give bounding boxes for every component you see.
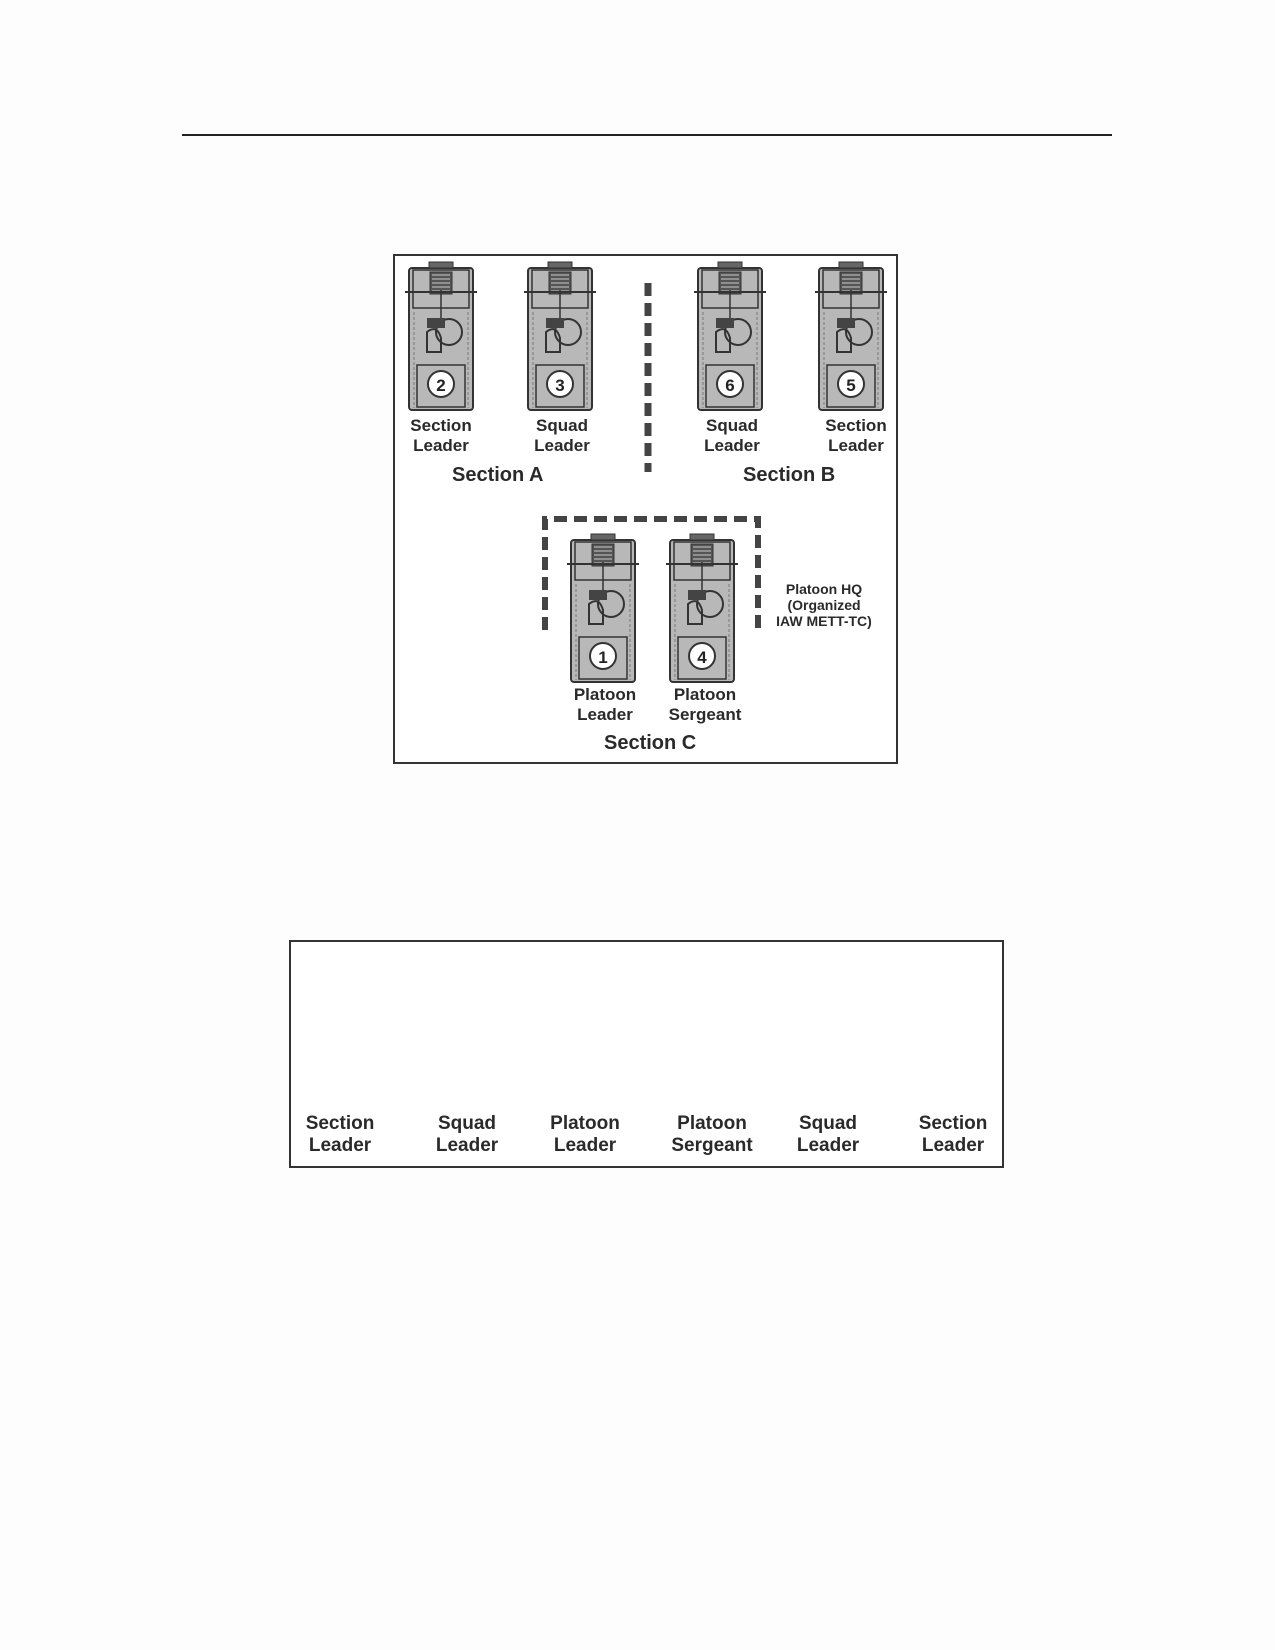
bottom-figure-frame bbox=[289, 940, 1004, 1168]
platoon-hq-note: Platoon HQ (Organized IAW METT-TC) bbox=[776, 581, 872, 629]
vehicle-icon: 5 bbox=[815, 261, 887, 411]
vehicle-number-circle bbox=[688, 642, 716, 670]
vehicle-number-circle bbox=[716, 370, 744, 398]
header-rule bbox=[182, 134, 1112, 136]
vehicle-number: 3 bbox=[555, 376, 564, 395]
vehicle-number-circle bbox=[837, 370, 865, 398]
vehicle-number: 2 bbox=[436, 376, 445, 395]
vehicle-icon: 3 bbox=[524, 261, 596, 411]
top-figure-frame bbox=[393, 254, 898, 764]
vehicle-number-circle bbox=[589, 642, 617, 670]
vehicle-number: 6 bbox=[725, 376, 734, 395]
vehicle-icon: 4 bbox=[666, 533, 738, 683]
vehicle-number: 4 bbox=[697, 648, 707, 667]
section-b-label: Section B bbox=[743, 464, 836, 486]
vehicle-icon: 2 bbox=[405, 261, 477, 411]
vehicle-number-circle bbox=[546, 370, 574, 398]
vehicle-number: 1 bbox=[598, 648, 607, 667]
vehicle-number: 5 bbox=[846, 376, 855, 395]
vehicle-icon: 6 bbox=[694, 261, 766, 411]
section-c-label: Section C bbox=[604, 732, 697, 754]
vehicle-icon: 1 bbox=[567, 533, 639, 683]
vehicle-number-circle bbox=[427, 370, 455, 398]
section-a-label: Section A bbox=[452, 464, 544, 486]
